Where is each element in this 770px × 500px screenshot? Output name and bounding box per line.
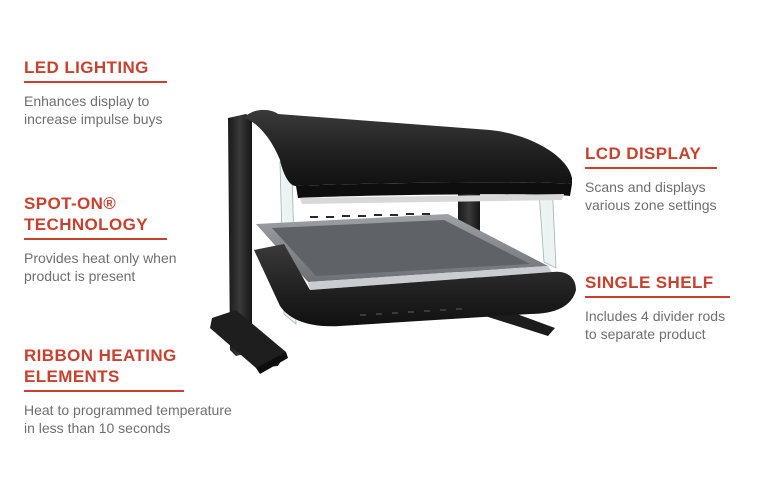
feature-description: Scans and displays various zone settings: [585, 179, 717, 213]
top-canopy: [244, 109, 572, 186]
title-underline: [585, 167, 717, 169]
feature-title: SINGLE SHELF: [585, 273, 714, 292]
title-underline: [24, 238, 167, 240]
left-foot: [210, 310, 286, 368]
feature-ribbon-heating: RIBBON HEATING ELEMENTS Heat to programm…: [24, 345, 232, 437]
title-underline: [585, 296, 730, 298]
heated-base: [254, 244, 576, 327]
feature-single-shelf: SINGLE SHELF Includes 4 divider rods to …: [585, 272, 730, 343]
feature-description: Provides heat only when product is prese…: [24, 250, 177, 284]
left-post: [228, 114, 252, 356]
title-underline: [24, 390, 184, 392]
heated-display-merchandiser-icon: [210, 109, 576, 374]
feature-spot-on-technology: SPOT-ON® TECHNOLOGY Provides heat only w…: [24, 193, 177, 285]
feature-title: LCD DISPLAY: [585, 144, 702, 163]
title-underline: [24, 81, 167, 83]
feature-lcd-display: LCD DISPLAY Scans and displays various z…: [585, 143, 717, 214]
feature-title: SPOT-ON® TECHNOLOGY: [24, 194, 148, 234]
feature-led-lighting: LED LIGHTING Enhances display to increas…: [24, 57, 167, 128]
feature-description: Heat to programmed temperature in less t…: [24, 402, 232, 436]
feature-description: Includes 4 divider rods to separate prod…: [585, 308, 726, 342]
feature-title: RIBBON HEATING ELEMENTS: [24, 346, 177, 386]
feature-description: Enhances display to increase impulse buy…: [24, 93, 163, 127]
feature-title: LED LIGHTING: [24, 58, 149, 77]
